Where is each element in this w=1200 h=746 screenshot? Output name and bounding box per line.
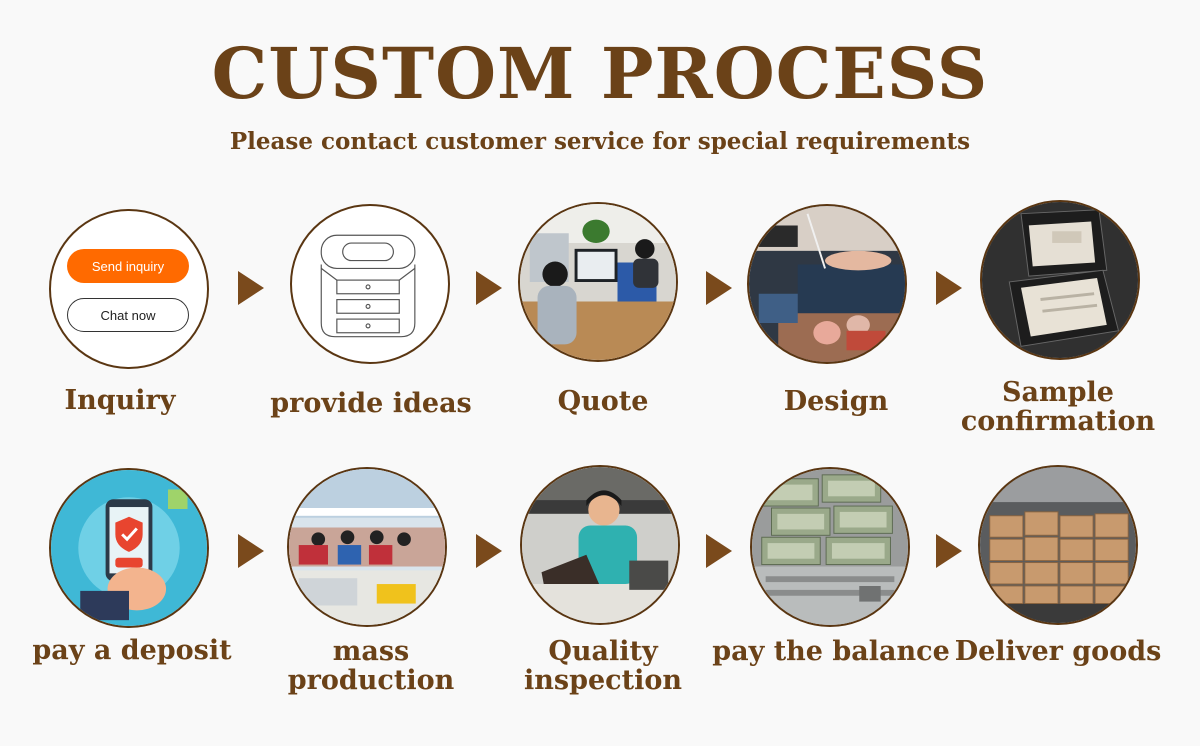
leather-design-icon: [747, 204, 907, 364]
arrow-icon: [476, 271, 502, 305]
arrow-icon: [706, 534, 732, 568]
page-title: CUSTOM PROCESS: [211, 32, 989, 115]
chat-now-button[interactable]: Chat now: [67, 298, 189, 332]
phone-payment-icon: [49, 468, 209, 628]
cartons-truck-icon: [978, 465, 1138, 625]
step-label-deliver-goods: Deliver goods: [954, 636, 1162, 667]
arrow-icon: [476, 534, 502, 568]
step-label-pay-balance: pay the balance: [712, 636, 950, 667]
step-label-design: Design: [783, 386, 889, 417]
step-label-inquiry: Inquiry: [64, 385, 176, 416]
page-subtitle: Please contact customer service for spec…: [229, 128, 971, 155]
step-label-mass-production: mass production: [287, 636, 455, 696]
step-label-sample-confirmation: Sample confirmation: [960, 377, 1156, 437]
inspection-worker-icon: [520, 465, 680, 625]
factory-line-icon: [287, 467, 447, 627]
arrow-icon: [706, 271, 732, 305]
money-case-icon: [750, 467, 910, 627]
step-label-provide-ideas: provide ideas: [270, 388, 472, 419]
send-inquiry-button[interactable]: Send inquiry: [67, 249, 189, 283]
sample-case-icon: [980, 200, 1140, 360]
arrow-icon: [936, 534, 962, 568]
step-label-quality-inspection: Quality inspection: [524, 636, 682, 696]
inquiry-image: Send inquiry Chat now: [49, 209, 209, 369]
office-worker-icon: [518, 202, 678, 362]
step-label-pay-deposit: pay a deposit: [32, 635, 232, 666]
step-label-quote: Quote: [557, 386, 649, 417]
arrow-icon: [936, 271, 962, 305]
sketch-box-icon: [290, 204, 450, 364]
arrow-icon: [238, 534, 264, 568]
arrow-icon: [238, 271, 264, 305]
